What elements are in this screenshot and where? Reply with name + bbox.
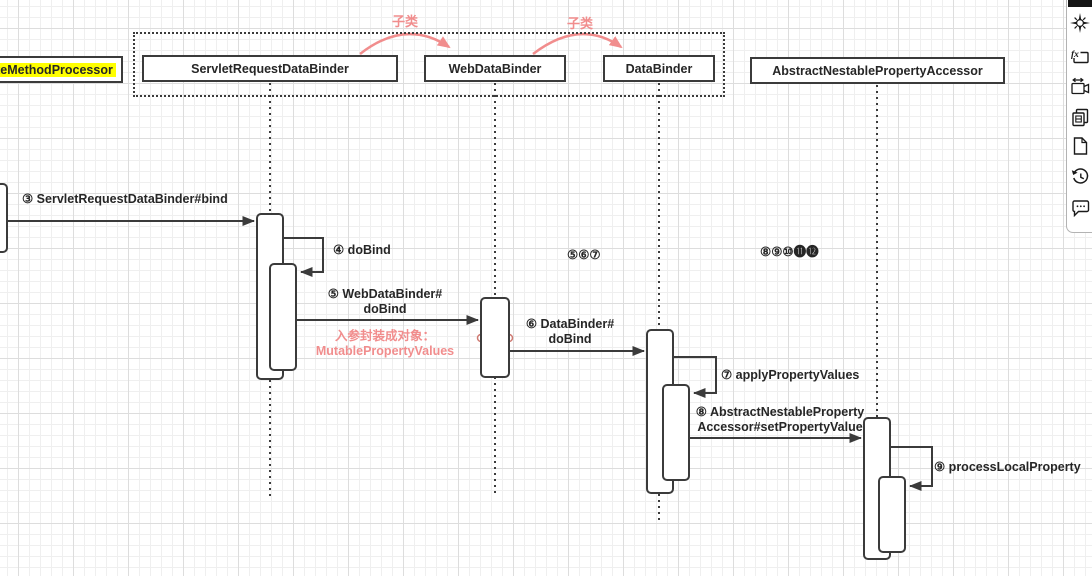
message-dobind-label[interactable]: ④ doBind	[333, 243, 391, 257]
lifeline-dotted-lines[interactable]	[269, 83, 878, 521]
compass-icon[interactable]	[1070, 12, 1090, 34]
comment-icon[interactable]	[1070, 196, 1090, 218]
activation-srdb-nested[interactable]	[269, 263, 297, 371]
svg-text:fx: fx	[1071, 50, 1079, 60]
participant-methodprocessor-label: teMethodProcessor	[0, 62, 116, 77]
activation-anpa-nested[interactable]	[878, 476, 906, 553]
participant-webdatabinder-label: WebDataBinder	[448, 61, 542, 76]
subclass-label-1[interactable]: 子类	[392, 14, 419, 29]
side-toolbar-cap	[1068, 0, 1092, 7]
note-mutablepropertyvalues[interactable]: 入参封装成对象： MutablePropertyValues	[315, 329, 455, 358]
message-setpropertyvalue-label[interactable]: ⑧ AbstractNestableProperty Accessor#setP…	[695, 405, 865, 434]
participant-databinder-label: DataBinder	[625, 61, 693, 76]
participant-abstractnestablepropertyaccessor-label: AbstractNestablePropertyAccessor	[772, 63, 983, 78]
message-bind-label[interactable]: ③ ServletRequestDataBinder#bind	[22, 192, 228, 206]
subclass-group-frame[interactable]	[133, 32, 725, 97]
subclass-label-2[interactable]: 子类	[567, 16, 594, 31]
participant-servletrequestdatabinder-label: ServletRequestDataBinder	[191, 61, 349, 76]
participant-abstractnestablepropertyaccessor[interactable]: AbstractNestablePropertyAccessor	[750, 57, 1005, 84]
message-applypropertyvalues-label[interactable]: ⑦ applyPropertyValues	[721, 368, 860, 382]
new-page-icon[interactable]	[1070, 135, 1090, 157]
message-webdatabinder-dobind-label[interactable]: ⑤ WebDataBinder# doBind	[327, 287, 443, 316]
formula-fx-icon[interactable]: fx	[1070, 45, 1090, 67]
activation-methodprocessor[interactable]	[0, 183, 8, 253]
copy-icon[interactable]	[1070, 106, 1090, 128]
participant-servletrequestdatabinder[interactable]: ServletRequestDataBinder	[142, 55, 398, 82]
activation-webdatabinder[interactable]	[480, 297, 510, 378]
participant-databinder[interactable]: DataBinder	[603, 55, 715, 82]
message-processlocalproperty-label[interactable]: ⑨ processLocalProperty	[934, 460, 1081, 474]
step-group-89101112[interactable]: ⑧⑨⑩⓫⓬	[760, 245, 819, 259]
participant-webdatabinder[interactable]: WebDataBinder	[424, 55, 566, 82]
history-icon[interactable]	[1070, 165, 1090, 187]
step-group-567[interactable]: ⑤⑥⑦	[567, 248, 601, 262]
subclass-arc-arrows[interactable]	[359, 32, 623, 55]
message-arrows[interactable]	[8, 216, 933, 491]
activation-databinder-nested[interactable]	[662, 384, 690, 481]
camera-icon[interactable]	[1070, 76, 1090, 98]
participant-methodprocessor[interactable]: teMethodProcessor	[0, 56, 123, 83]
message-databinder-dobind-label[interactable]: ⑥ DataBinder# doBind	[525, 317, 615, 346]
